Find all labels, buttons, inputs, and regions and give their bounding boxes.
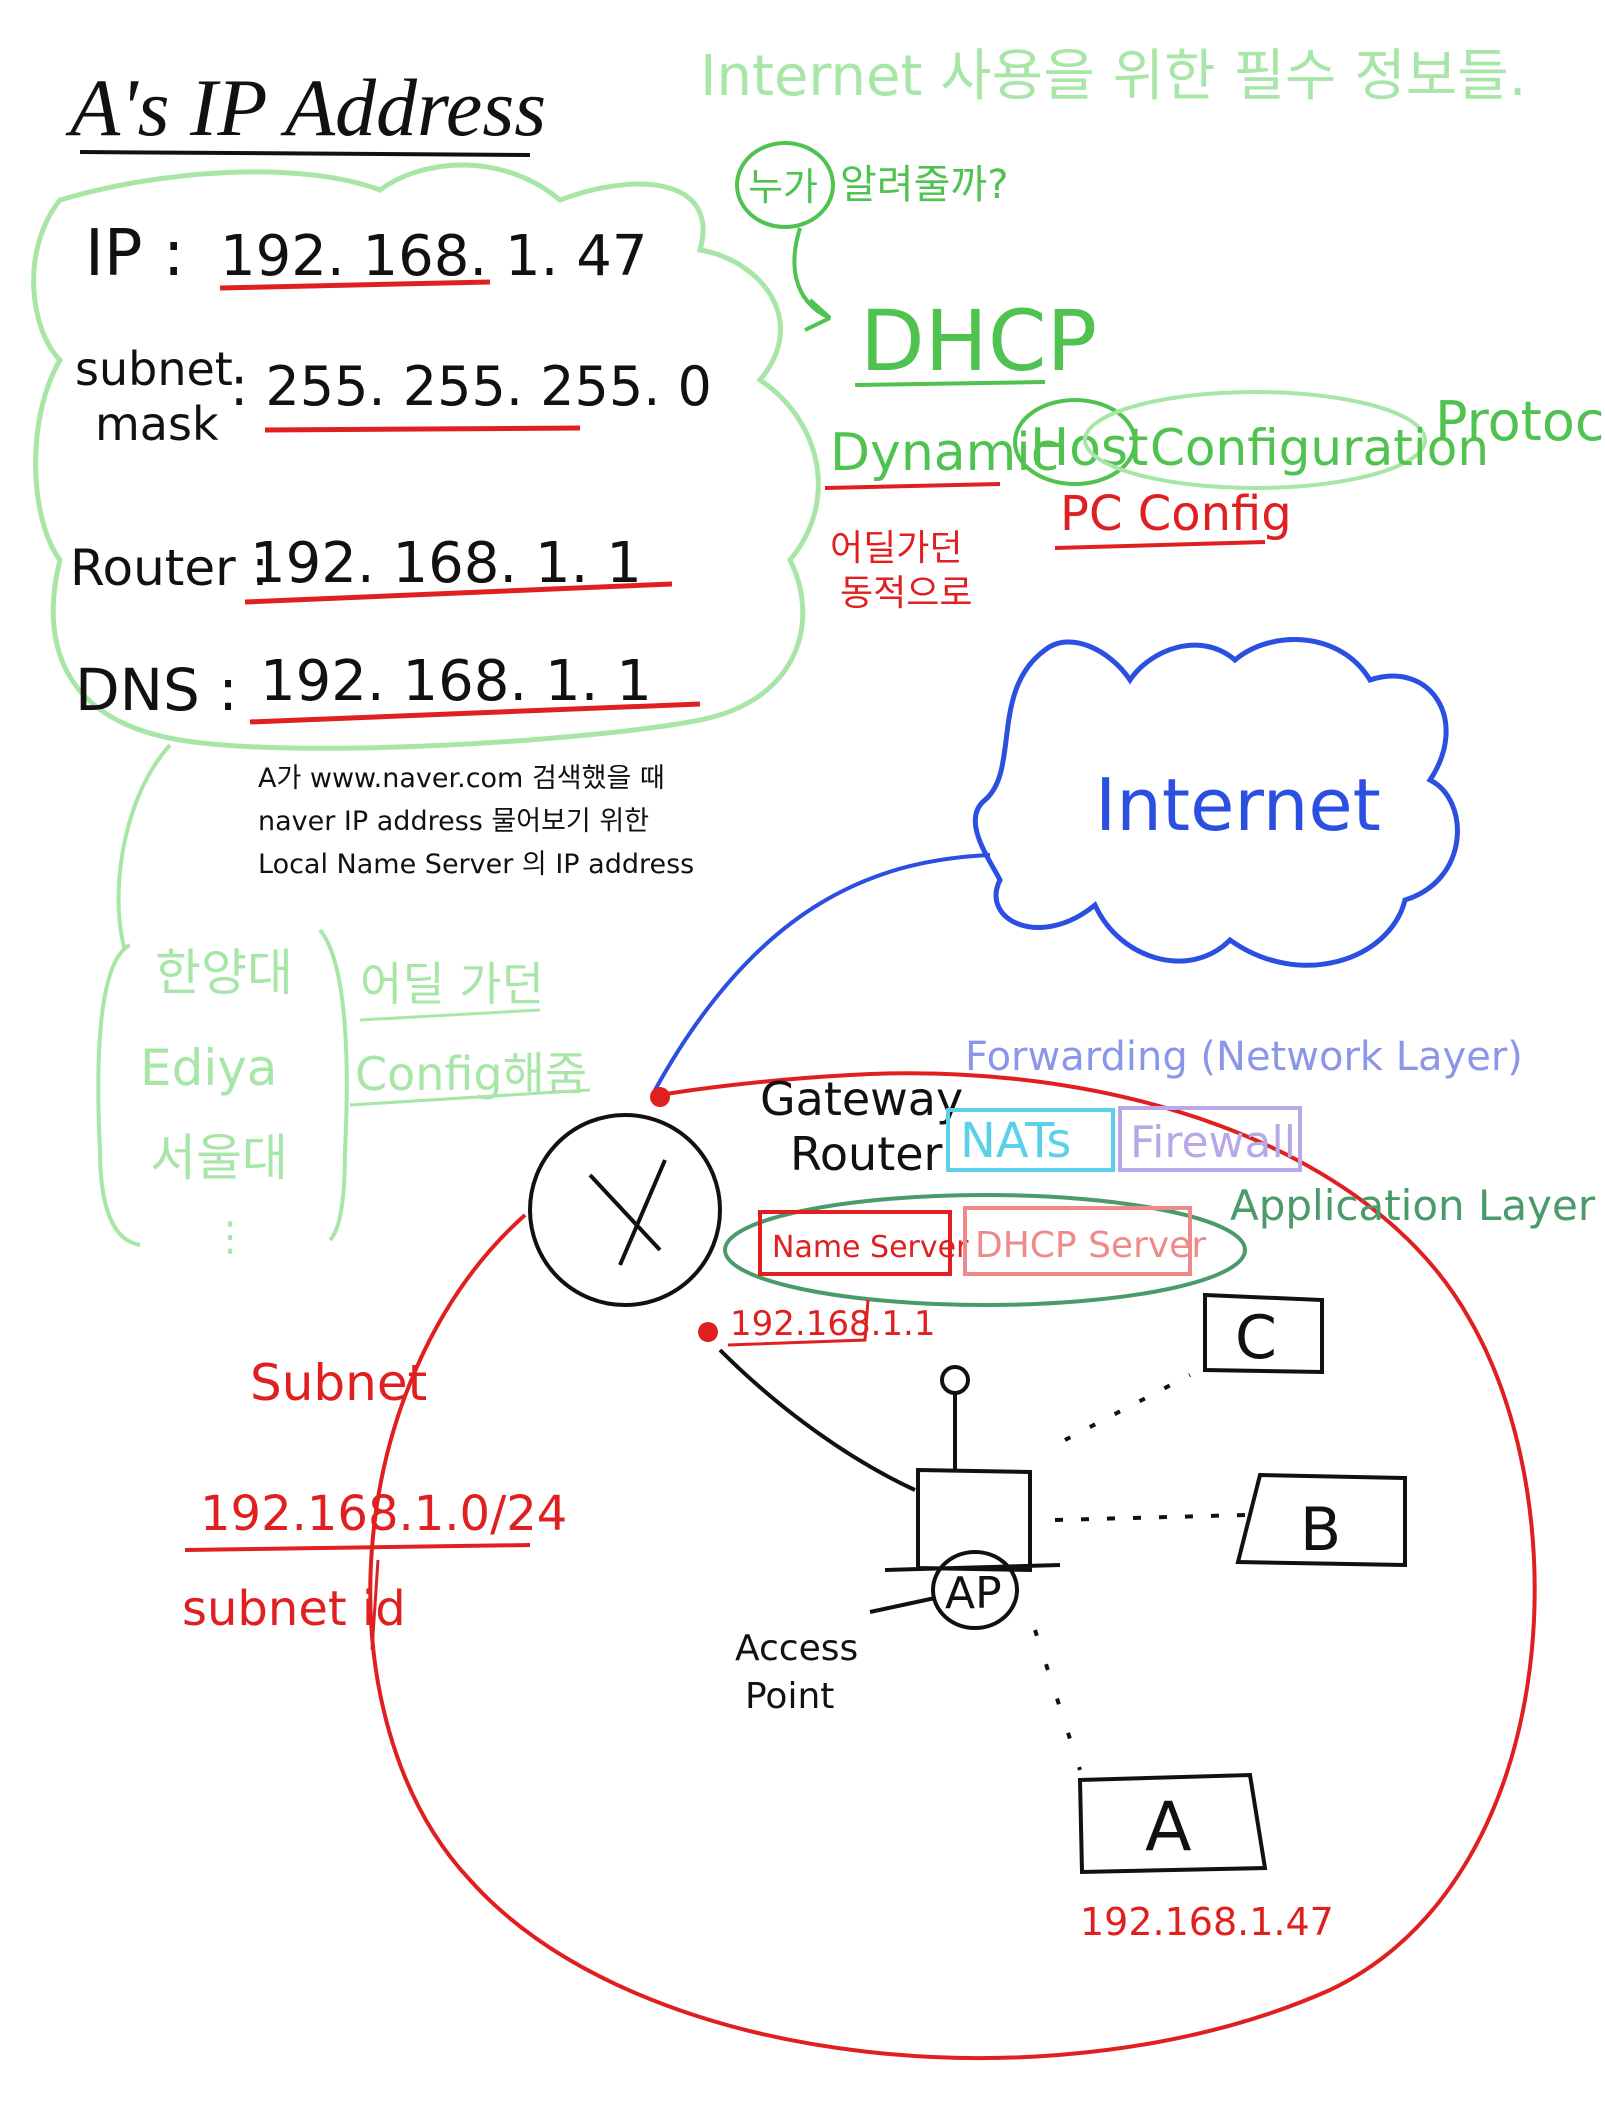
ip-underline (219, 279, 491, 291)
gateway-router-circle (528, 1113, 722, 1307)
access-point-caption-line1: Access (735, 1628, 858, 1669)
provider-more: ⋮ (210, 1214, 250, 1260)
dhcp-heading: Internet 사용을 위한 필수 정보들. (700, 44, 1527, 109)
ap-base-lines (869, 1563, 1061, 1614)
ap-to-c-link (1064, 1373, 1191, 1442)
dhcp-server-box (963, 1206, 1192, 1276)
internet-cloud (972, 637, 1460, 968)
subnet-label: Subnet (250, 1354, 427, 1412)
subnet-circle (368, 1071, 1537, 2061)
host-c-label: C (1235, 1303, 1277, 1373)
word-dynamic: Dynamic (830, 423, 1059, 483)
host-b-label: B (1300, 1495, 1341, 1565)
provider-ediya: Ediya (140, 1039, 277, 1097)
question-circled-word: 누가 (748, 165, 818, 209)
router-ip-box (727, 1299, 870, 1347)
ap-box (916, 1467, 1032, 1573)
router-ip-label: 192.168.1.1 (730, 1304, 935, 1344)
configuration-circle (1083, 390, 1427, 490)
firewall-label: Firewall (1130, 1117, 1296, 1168)
ip-value: 192. 168. 1. 47 (220, 224, 647, 289)
question-arrow (792, 227, 832, 332)
word-protocol: Protocol (1435, 390, 1605, 453)
word-configuration: Configuration (1150, 419, 1489, 477)
dynamic-note-line2: 동적으로 (840, 573, 972, 614)
provider-snu: 서울대 (150, 1129, 288, 1187)
host-circle (1013, 398, 1137, 486)
ap-circle (931, 1550, 1019, 1630)
providers-note-underline1 (359, 1008, 541, 1022)
dynamic-note-line1: 어딜가던 (830, 528, 962, 569)
host-note: PC Config (1060, 486, 1292, 542)
ap-label: AP (945, 1568, 1002, 1619)
internet-link (653, 853, 991, 1091)
router-x-icon (588, 1159, 667, 1266)
router-wan-port (650, 1087, 670, 1107)
question-circle (735, 141, 835, 229)
subnet-mask-label-line2: mask (95, 397, 219, 451)
dhcp-server-label: DHCP Server (975, 1225, 1206, 1266)
page-title: A's IP Address (65, 62, 546, 153)
question-rest: 알려줄까? (840, 162, 1008, 208)
router-to-ap-link (718, 1348, 916, 1492)
subnet-id-label: subnet id (182, 1581, 406, 1637)
firewall-box (1118, 1106, 1302, 1172)
subnet-id-divider (370, 1559, 380, 1651)
access-point-caption-line2: Point (745, 1676, 834, 1717)
ap-antenna-tip (940, 1365, 970, 1395)
providers-note-underline2 (349, 1088, 591, 1107)
subnet-cidr: 192.168.1.0/24 (200, 1486, 567, 1542)
router-label: Router : (70, 539, 268, 597)
internet-label: Internet (1095, 763, 1381, 847)
dns-note-line3: Local Name Server 의 IP address (258, 849, 694, 880)
dns-value: 192. 168. 1. 1 (260, 649, 652, 714)
dhcp-acronym: DHCP (860, 292, 1097, 390)
router-value: 192. 168. 1. 1 (250, 531, 642, 596)
provider-hanyang: 한양대 (155, 944, 293, 1002)
dhcp-underline (854, 380, 1046, 387)
router-lan-port (698, 1322, 718, 1342)
dns-label: DNS : (75, 656, 238, 724)
forwarding-label: Forwarding (Network Layer) (965, 1034, 1523, 1080)
name-server-box (758, 1210, 952, 1276)
subnet-mask-underline (264, 425, 581, 433)
gateway-label-line2: Router (790, 1127, 943, 1181)
nats-box (946, 1108, 1115, 1172)
ap-to-b-link (1054, 1513, 1246, 1522)
providers-left-bracket (96, 943, 141, 1247)
dns-note-line1: A가 www.naver.com 검색했을 때 (258, 763, 665, 794)
host-a-box (1077, 1772, 1268, 1875)
subnet-mask-value: : 255. 255. 255. 0 (230, 355, 712, 418)
host-a-label: A (1145, 1788, 1192, 1867)
application-layer-label: Application Layer (1230, 1181, 1596, 1230)
gateway-label-line1: Gateway (760, 1072, 963, 1126)
application-layer-ellipse (723, 1193, 1247, 1307)
ip-label: IP : (85, 217, 184, 291)
router-underline (244, 581, 673, 605)
subnet-mask-label-line1: subnet (75, 342, 233, 396)
subnet-cidr-underline (184, 1543, 531, 1552)
host-note-underline (1054, 540, 1266, 550)
ap-to-a-link (1033, 1629, 1082, 1771)
title-underline (79, 150, 531, 157)
bubble-connector (116, 743, 172, 951)
host-a-ip: 192.168.1.47 (1080, 1900, 1334, 1944)
host-c-box (1203, 1292, 1324, 1375)
config-bubble (31, 162, 821, 751)
providers-note-line1: 어딜 가던 (360, 957, 544, 1011)
dynamic-underline (824, 482, 1001, 490)
host-b-box (1235, 1472, 1407, 1568)
providers-right-bracket (318, 928, 349, 1242)
name-server-label: Name Server (772, 1230, 969, 1265)
dns-underline (249, 701, 701, 725)
dns-note-line2: naver IP address 물어보기 위한 (258, 806, 649, 837)
nats-label: NATs (960, 1113, 1071, 1169)
